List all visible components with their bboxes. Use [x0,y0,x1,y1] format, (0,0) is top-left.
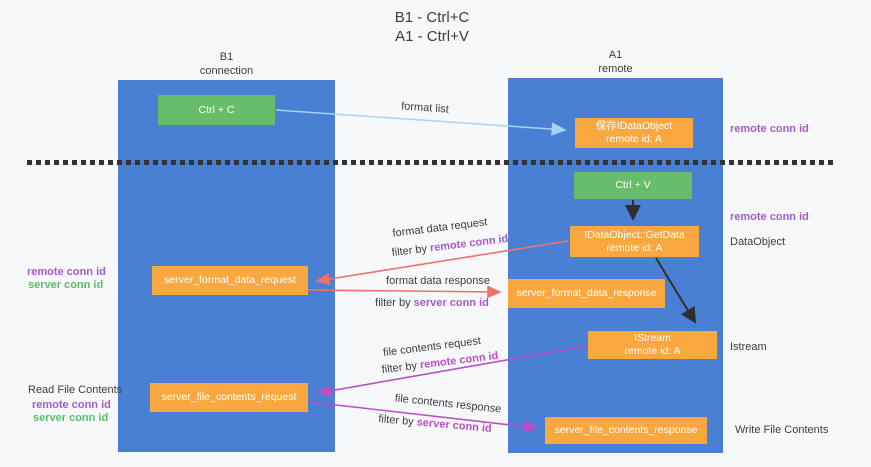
right-header-line-2: remote [598,63,633,75]
label-read-file-contents: Read File Contents [28,384,123,396]
title-line-2: A1 - Ctrl+V [395,28,469,45]
server-format-data-request-label: server_format_data_request [164,274,296,286]
server-conn-id-text: server conn id [413,297,489,309]
dashed-separator-line [27,160,835,165]
label-server-conn-id-left-2: server conn id [33,412,109,424]
filter-by-text: filter by [375,297,414,309]
label-filter-by-server-conn-id-format: filter by server conn id [375,297,489,309]
label-dataobject: DataObject [730,236,786,248]
label-server-conn-id-left-1: server conn id [28,279,104,291]
server-format-data-request-box: server_format_data_request [152,266,308,295]
arrow-format-data-response [307,285,502,299]
remote-conn-id-text: remote conn id [429,232,509,255]
idataobject-getdata-box: IDataObject::GetData remote id: A [570,226,699,257]
save-idataobject-line-1: 保存IDataObject [595,120,673,132]
label-format-data-response: format data response [386,275,490,287]
filter-by-text: filter by [391,242,431,260]
label-filter-by-server-conn-id-file: filter by server conn id [378,413,492,435]
save-idataobject-line-2: remote id: A [605,133,663,145]
ctrl-v-label: Ctrl + V [615,179,651,191]
label-remote-conn-id-left-1: remote conn id [27,266,106,278]
server-file-contents-response-box: server_file_contents_response [545,417,707,444]
left-header-line-2: connection [199,65,254,77]
server-file-contents-request-label: server_file_contents_request [161,391,297,403]
istream-line-1: IStream [634,332,671,344]
istream-line-2: remote id: A [624,345,681,357]
title-line-1: B1 - Ctrl+C [394,9,470,26]
label-remote-conn-id-right-2: remote conn id [730,211,809,223]
label-file-contents-response: file contents response [394,392,502,416]
getdata-line-1: IDataObject::GetData [584,228,685,241]
label-remote-conn-id-left-2: remote conn id [32,399,111,411]
left-header-line-1: B1 [219,51,234,63]
istream-box: IStream remote id: A [588,331,717,359]
save-idataobject-box: 保存IDataObject remote id: A [575,118,693,148]
getdata-line-2: remote id: A [606,241,663,254]
left-column-header: B1 connection [118,50,335,78]
label-remote-conn-id-right-1: remote conn id [730,123,809,135]
server-format-data-response-box: server_format_data_response [508,279,665,308]
filter-by-text: filter by [381,359,421,377]
ctrl-v-box: Ctrl + V [574,172,692,199]
label-write-file-contents: Write File Contents [735,424,829,436]
server-conn-id-text: server conn id [416,416,493,435]
label-format-list: format list [400,100,450,116]
server-file-contents-response-label: server_file_contents_response [554,424,698,436]
ctrl-c-box: Ctrl + C [158,95,275,125]
right-column-header: A1 remote [508,48,723,76]
server-file-contents-request-box: server_file_contents_request [150,383,308,412]
label-istream-right: Istream [730,341,767,353]
server-format-data-response-label: server_format_data_response [516,287,657,299]
filter-by-text: filter by [377,413,418,429]
ctrl-c-label: Ctrl + C [198,103,235,116]
diagram-title: B1 - Ctrl+C A1 - Ctrl+V [332,8,532,46]
right-header-line-1: A1 [608,49,623,61]
